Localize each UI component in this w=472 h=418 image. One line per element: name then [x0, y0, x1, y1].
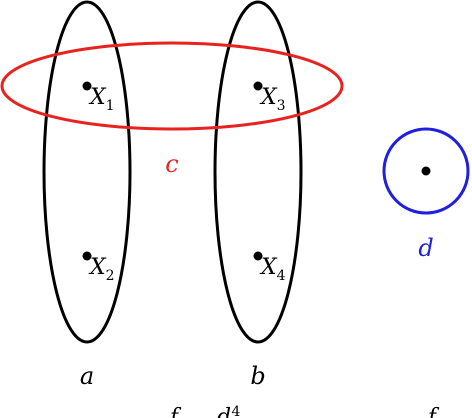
set-b-ellipse: [213, 0, 303, 344]
node-x3: [253, 81, 263, 91]
node-x2-var: X: [88, 255, 107, 280]
set-c-ellipse: [0, 41, 344, 131]
node-x4: [253, 251, 263, 261]
node-x2: [82, 251, 92, 261]
set-c-label: c: [165, 150, 178, 178]
node-x4-sub: 4: [277, 268, 286, 284]
node-x1-sub: 1: [106, 98, 115, 114]
set-a-label: a: [80, 362, 94, 390]
node-x3-var: X: [259, 85, 278, 110]
node-d: [421, 166, 431, 176]
set-d-label: d: [418, 234, 433, 262]
bottom-fragment-1: f: [168, 405, 182, 418]
bottom-fragment-4: f: [426, 405, 440, 418]
node-x4-var: X: [259, 255, 278, 280]
set-d-circle: [382, 127, 470, 215]
node-x1-var: X: [88, 85, 107, 110]
bottom-fragment-2: d: [217, 405, 231, 418]
node-x1-label: X1: [88, 85, 115, 114]
node-x2-label: X2: [88, 255, 115, 284]
node-x2-sub: 2: [106, 268, 115, 284]
node-x3-sub: 3: [277, 98, 286, 114]
bottom-fragment-3: 4: [232, 404, 241, 418]
node-x4-label: X4: [259, 255, 286, 284]
set-b-label: b: [250, 362, 265, 390]
node-x3-label: X3: [259, 85, 286, 114]
node-x1: [82, 81, 92, 91]
set-a-ellipse: [42, 0, 132, 344]
